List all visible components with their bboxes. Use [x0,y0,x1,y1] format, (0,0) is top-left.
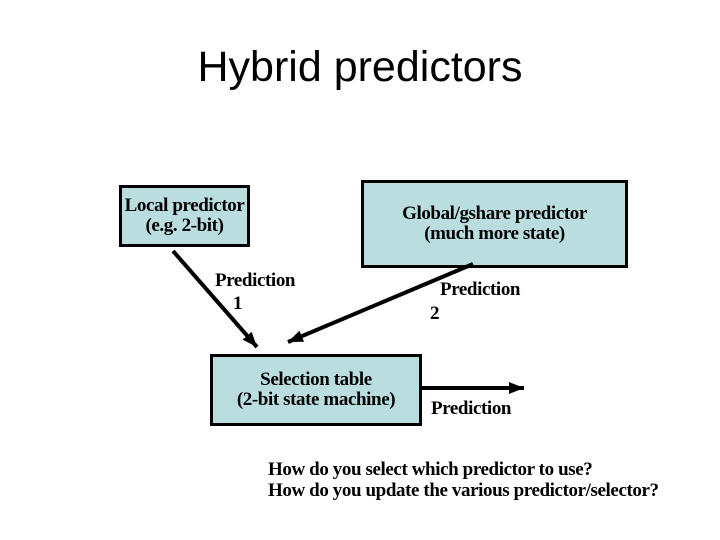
local-predictor-box: Local predictor (e.g. 2-bit) [119,185,250,247]
local-predictor-label-line1: Local predictor [124,195,245,216]
selection-table-label-line1: Selection table [260,369,372,390]
selection-table-box: Selection table (2-bit state machine) [210,354,422,426]
question-update: How do you update the various predictor/… [268,480,659,501]
prediction-1-label: Prediction [215,270,296,291]
slide-title: Hybrid predictors [197,43,523,91]
prediction-output-label: Prediction [431,398,512,419]
local-predictor-label-line2: (e.g. 2-bit) [145,215,224,236]
prediction-1-number: 1 [233,293,243,314]
arrow-global-to-selection [287,262,474,344]
questions-block: How do you select which predictor to use… [268,459,659,501]
global-predictor-label-line1: Global/gshare predictor [402,203,587,224]
prediction-2-label: Prediction [440,279,521,300]
arrow-local-to-selection [171,249,259,349]
global-predictor-label-line2: (much more state) [424,223,565,244]
global-predictor-box: Global/gshare predictor (much more state… [361,180,628,268]
prediction-2-number: 2 [430,303,440,324]
selection-table-label-line2: (2-bit state machine) [236,389,396,410]
question-select: How do you select which predictor to use… [268,459,593,480]
